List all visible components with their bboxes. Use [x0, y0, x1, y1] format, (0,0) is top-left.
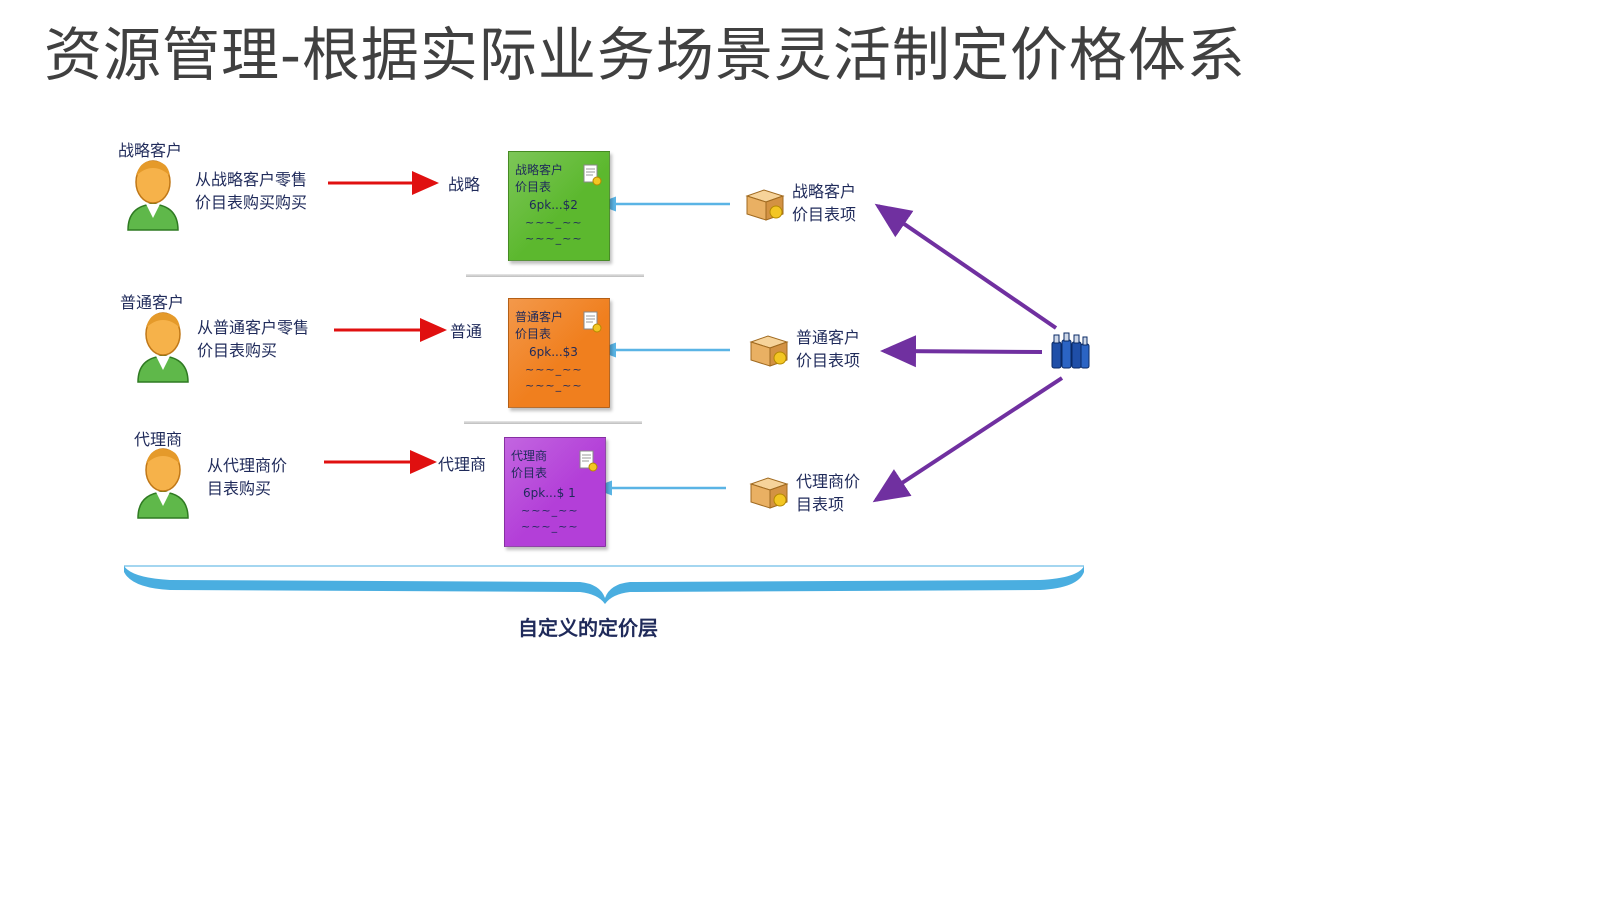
purple-arrow-3: [872, 376, 1064, 503]
card-subtitle: 价目表: [515, 327, 552, 341]
arrow-label-strategic: 战略: [448, 175, 481, 194]
item-line: 目表项: [796, 495, 845, 514]
pricing-layer-brace: [124, 566, 1084, 604]
role-label-agent: 代理商: [134, 430, 183, 449]
custom-pricing-layer-label: 自定义的定价层: [518, 616, 658, 640]
item-line: 普通客户: [796, 328, 861, 347]
price-list-doc-icon: [583, 164, 602, 186]
card-filler: ~~~_~~: [525, 379, 583, 392]
card-filler: ~~~_~~: [525, 216, 583, 229]
desc-line: 从代理商价: [207, 456, 288, 475]
page-title: 资源管理-根据实际业务场景灵活制定价格体系: [44, 21, 1246, 89]
card-title: 战略客户: [515, 163, 564, 177]
product-box-icon: [749, 477, 789, 509]
card-title: 普通客户: [515, 310, 564, 324]
desc-line: 从普通客户零售: [197, 318, 310, 337]
customer-person-icon: [137, 448, 189, 519]
shelf-divider: [466, 274, 644, 277]
customer-person-icon: [127, 160, 179, 231]
card-filler: ~~~_~~: [525, 232, 583, 245]
product-box-icon: [749, 335, 789, 367]
price-list-doc-icon: [583, 311, 602, 333]
arrow-label-regular: 普通: [450, 322, 483, 341]
role-label-regular: 普通客户: [120, 293, 185, 312]
desc-line: 价目表购买: [197, 341, 278, 360]
purple-arrow-1: [874, 203, 1058, 330]
card-price: 6pk...$ 1: [523, 486, 576, 500]
shelf-divider: [464, 421, 642, 424]
item-line: 代理商价: [796, 472, 861, 491]
purple-arrow-2: [880, 335, 1043, 368]
price-list-card-strategic[interactable]: 战略客户 价目表 6pk...$2 ~~~_~~ ~~~_~~: [508, 151, 610, 261]
arrow-label-agent: 代理商: [438, 455, 487, 474]
price-list-doc-icon: [579, 450, 598, 472]
item-line: 战略客户: [792, 182, 857, 201]
role-label-strategic: 战略客户: [118, 141, 183, 160]
desc-line: 从战略客户零售: [195, 170, 308, 189]
card-filler: ~~~_~~: [521, 520, 579, 533]
item-line: 价目表项: [796, 351, 861, 370]
card-price: 6pk...$3: [529, 345, 578, 359]
card-title: 代理商: [511, 449, 548, 463]
price-source-bottles-icon: [1051, 332, 1090, 369]
card-subtitle: 价目表: [511, 466, 548, 480]
customer-person-icon: [137, 312, 189, 383]
desc-line: 价目表购买购买: [195, 193, 308, 212]
card-subtitle: 价目表: [515, 180, 552, 194]
desc-line: 目表购买: [207, 479, 272, 498]
item-line: 价目表项: [792, 205, 857, 224]
card-filler: ~~~_~~: [521, 504, 579, 517]
price-list-card-regular[interactable]: 普通客户 价目表 6pk...$3 ~~~_~~ ~~~_~~: [508, 298, 610, 408]
price-list-card-agent[interactable]: 代理商 价目表 6pk...$ 1 ~~~_~~ ~~~_~~: [504, 437, 606, 547]
product-box-icon: [745, 189, 785, 221]
card-price: 6pk...$2: [529, 198, 578, 212]
card-filler: ~~~_~~: [525, 363, 583, 376]
